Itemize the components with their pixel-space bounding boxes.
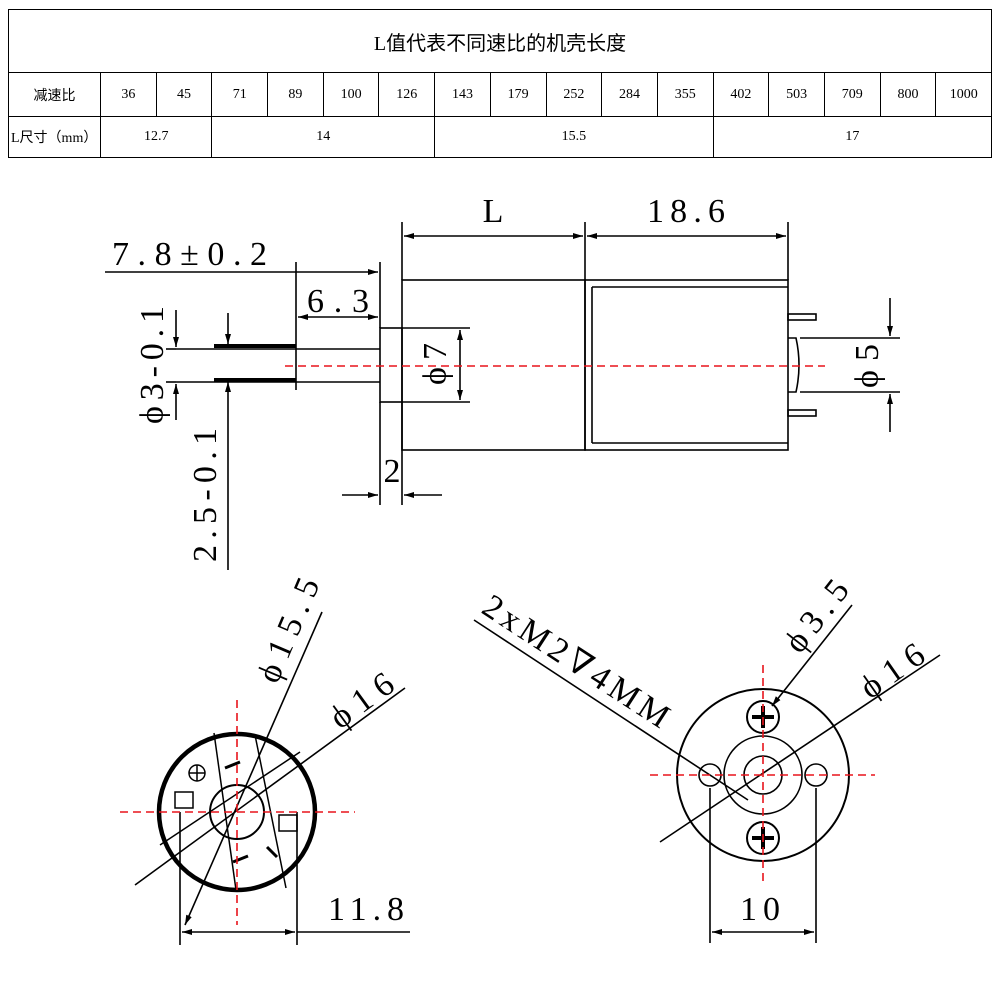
side-view bbox=[105, 222, 900, 570]
dim-shaft-flat: 6.3 bbox=[307, 283, 369, 320]
dim-hole-spacing: 10 bbox=[740, 891, 780, 928]
notch-left bbox=[174, 791, 194, 809]
ratio-cell: 179 bbox=[489, 72, 547, 117]
ratio-cell: 709 bbox=[823, 72, 881, 117]
dim-shaft-dia: ϕ3-0.1 bbox=[134, 306, 171, 424]
length-label: L尺寸（mm） bbox=[8, 115, 101, 159]
dim-rear-dia: ϕ5 bbox=[849, 344, 886, 388]
length-cell: 14 bbox=[211, 115, 436, 159]
dim-offset: 11.8 bbox=[328, 891, 404, 928]
dim-gear-dia: ϕ15.5 bbox=[250, 572, 327, 688]
dim-boss-len: 2 bbox=[384, 453, 401, 490]
terminal-bottom bbox=[787, 409, 817, 417]
ratio-cell: 503 bbox=[768, 72, 825, 117]
dim-body-dia-right: ϕ16 bbox=[853, 636, 932, 706]
ratio-cell: 284 bbox=[601, 72, 658, 117]
gearbox-housing bbox=[401, 279, 586, 451]
length-cell: 12.7 bbox=[99, 115, 213, 159]
dim-mount-holes: 2xM2∇4MM bbox=[476, 588, 676, 736]
rear-cap bbox=[788, 337, 800, 393]
output-shaft bbox=[176, 344, 380, 383]
motor-body bbox=[584, 279, 789, 451]
boss bbox=[379, 327, 403, 403]
dim-flat-depth: 2.5-0.1 bbox=[187, 428, 224, 562]
dim-L: L bbox=[483, 193, 504, 230]
front-view-left bbox=[134, 611, 410, 945]
length-cell: 17 bbox=[712, 115, 993, 159]
ratio-label: 减速比 bbox=[8, 72, 101, 117]
ratio-cell: 402 bbox=[712, 72, 770, 117]
ratio-cell: 143 bbox=[434, 72, 491, 117]
terminal-top bbox=[787, 313, 817, 321]
notch-right bbox=[278, 814, 298, 832]
dim-screw-dia: ϕ3.5 bbox=[777, 573, 857, 660]
front-left-centerlines bbox=[120, 700, 355, 925]
table-title: L值代表不同速比的机壳长度 bbox=[7, 8, 993, 74]
dim-body-dia-left: ϕ16 bbox=[323, 665, 401, 736]
dim-boss-dia: ϕ7 bbox=[417, 343, 454, 385]
dim-shaft-total: 7.8±0.2 bbox=[112, 236, 267, 273]
dim-body-rear: 18.6 bbox=[647, 193, 725, 230]
rear-right-centerlines bbox=[650, 665, 875, 885]
ratio-cell: 126 bbox=[378, 72, 436, 117]
length-cell: 15.5 bbox=[434, 115, 714, 159]
ratio-cell: 45 bbox=[155, 72, 213, 117]
ratio-cell: 800 bbox=[879, 72, 937, 117]
ratio-cell: 100 bbox=[322, 72, 380, 117]
